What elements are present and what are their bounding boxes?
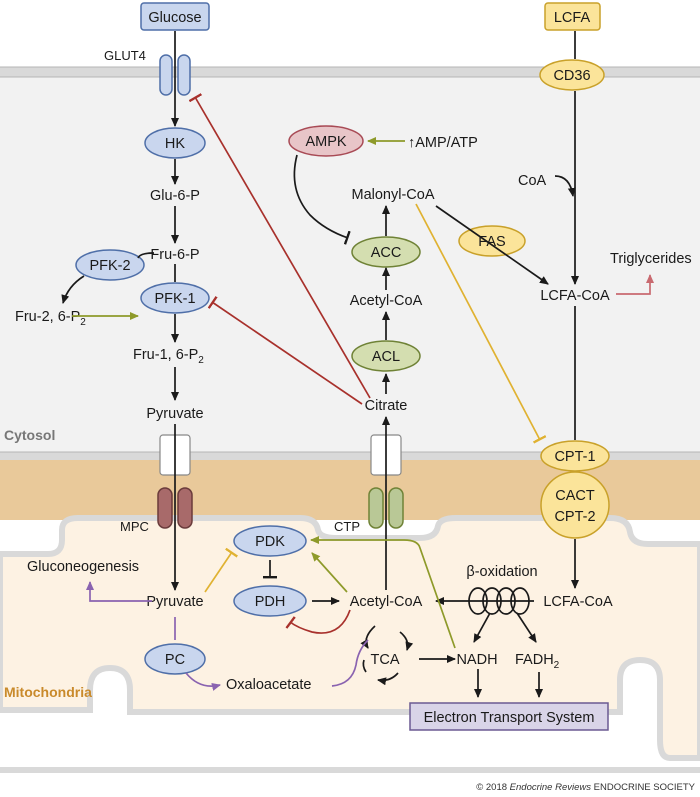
hk-text: HK — [165, 136, 185, 152]
plasma-membrane — [0, 67, 700, 77]
cpt1-enzyme: CPT-1 — [540, 440, 610, 472]
pdh-enzyme: PDH — [233, 585, 307, 617]
ets-box: Electron Transport System — [409, 702, 609, 731]
cd36-text: CD36 — [553, 68, 590, 84]
malonyl-inhibition — [204, 203, 547, 593]
ampk-text: AMPK — [305, 134, 346, 150]
pfk2-enzyme: PFK-2 — [75, 249, 145, 281]
lcfacoa-cyto-label: LCFA-CoA — [540, 288, 610, 304]
copyright-text: © 2018 Endocrine Reviews ENDOCRINE SOCIE… — [476, 782, 695, 793]
cytosol-label: Cytosol — [4, 427, 55, 443]
fas-text: FAS — [478, 234, 505, 250]
beta-oxidation-spiral — [468, 587, 530, 615]
pfk1-text: PFK-1 — [154, 291, 195, 307]
pfk1-enzyme: PFK-1 — [140, 282, 210, 314]
glucose-box: Glucose — [140, 2, 210, 31]
pc-enzyme: PC — [144, 643, 206, 675]
pdk-enzyme: PDK — [233, 525, 307, 557]
gluconeogenesis-label: Gluconeogenesis — [27, 559, 139, 575]
fadh2-label: FADH2 — [515, 652, 560, 671]
coa-label: CoA — [518, 173, 547, 189]
beta-oxidation-label: β-oxidation — [466, 564, 537, 580]
oxaloacetate-label: Oxaloacetate — [226, 677, 311, 693]
triglyceride-arrow — [616, 274, 654, 295]
pdk-text: PDK — [255, 534, 285, 550]
pdh-text: PDH — [255, 594, 286, 610]
fru26p-label: Fru-2, 6-P2 — [15, 309, 86, 328]
mpc-label: MPC — [120, 519, 149, 534]
pfk2-text: PFK-2 — [89, 258, 130, 274]
inhibition-lines — [188, 93, 371, 634]
triglycerides-label: Triglycerides — [610, 251, 692, 267]
glut4-transporter — [159, 54, 191, 96]
cd36-transporter: CD36 — [539, 59, 605, 91]
nadh-label: NADH — [456, 652, 497, 668]
fru16p-label: Fru-1, 6-P2 — [133, 347, 204, 366]
pyruvate-mito-label: Pyruvate — [146, 594, 203, 610]
acl-text: ACL — [372, 349, 400, 365]
cact-text: CACT — [555, 488, 595, 504]
glut4-label: GLUT4 — [104, 48, 146, 63]
acc-enzyme: ACC — [351, 236, 421, 268]
fas-enzyme: FAS — [458, 225, 526, 257]
purple-arrows — [86, 581, 369, 691]
mpc-transporter — [157, 487, 193, 529]
acetylcoa-cyto-label: Acetyl-CoA — [350, 293, 423, 309]
activation-arrows — [72, 137, 456, 649]
citrate-label: Citrate — [365, 398, 408, 414]
ets-text: Electron Transport System — [424, 710, 595, 726]
ampk-enzyme: AMPK — [288, 125, 364, 157]
tca-label: TCA — [371, 652, 400, 668]
glu6p-label: Glu-6-P — [150, 188, 200, 204]
acl-enzyme: ACL — [351, 340, 421, 372]
pyruvate-cyto-label: Pyruvate — [146, 406, 203, 422]
ctp-label: CTP — [334, 519, 360, 534]
malonylcoa-label: Malonyl-CoA — [352, 187, 435, 203]
fru6p-label: Fru-6-P — [150, 247, 199, 263]
lcfa-text: LCFA — [554, 10, 591, 26]
cact-cpt2-enzyme: CACT CPT-2 — [540, 471, 610, 539]
lcfa-box: LCFA — [544, 2, 601, 31]
glucose-text: Glucose — [148, 10, 201, 26]
outer-mito-membrane — [0, 452, 700, 460]
pathway-arrows — [61, 31, 579, 698]
lcfacoa-mito-label: LCFA-CoA — [543, 594, 613, 610]
mitochondria-label: Mitochondria — [4, 684, 92, 700]
cpt2-text: CPT-2 — [554, 509, 595, 525]
acetylcoa-mito-label: Acetyl-CoA — [350, 594, 423, 610]
amp-atp-label: ↑AMP/ATP — [408, 135, 478, 151]
ctp-transporter — [368, 487, 404, 529]
acc-text: ACC — [371, 245, 402, 261]
pc-text: PC — [165, 652, 185, 668]
hk-enzyme: HK — [144, 127, 206, 159]
cpt1-text: CPT-1 — [554, 449, 595, 465]
